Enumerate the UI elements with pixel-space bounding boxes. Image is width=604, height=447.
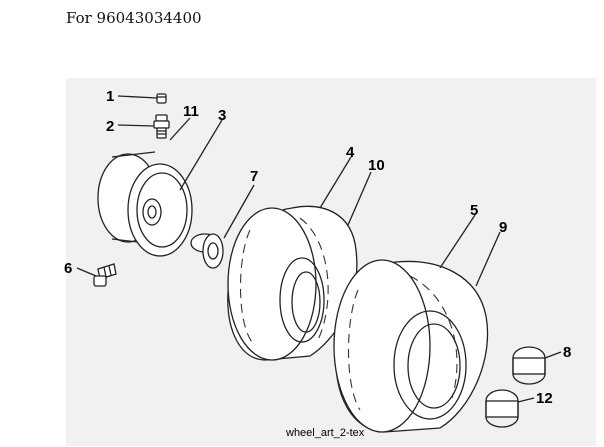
callout-3: 3: [218, 107, 226, 124]
callout-1: 1: [106, 88, 114, 105]
part-5-large-tire: [333, 259, 489, 433]
part-3-rim-front: [127, 163, 193, 257]
callout-10: 10: [368, 157, 385, 174]
callout-2: 2: [106, 118, 114, 135]
callout-8: 8: [563, 344, 571, 361]
callout-5: 5: [470, 202, 478, 219]
part-7-bushing: [190, 233, 224, 269]
part-6-bolt: [93, 263, 117, 287]
leader-lines: [76, 95, 562, 403]
part-12-cap: [485, 389, 519, 428]
callout-7: 7: [250, 168, 258, 185]
part-1-cap: [156, 93, 167, 104]
document-title: For 96043034400: [66, 9, 202, 27]
callout-9: 9: [499, 219, 507, 236]
callout-4: 4: [346, 144, 355, 161]
part-4-small-tire: [227, 205, 358, 361]
diagram-caption: wheel_art_2-tex: [285, 427, 365, 439]
callout-6: 6: [64, 260, 72, 277]
callout-11: 11: [183, 103, 199, 120]
callout-12: 12: [536, 390, 553, 407]
part-8-cap: [512, 346, 546, 385]
part-2-grease-fitting: [153, 114, 170, 139]
